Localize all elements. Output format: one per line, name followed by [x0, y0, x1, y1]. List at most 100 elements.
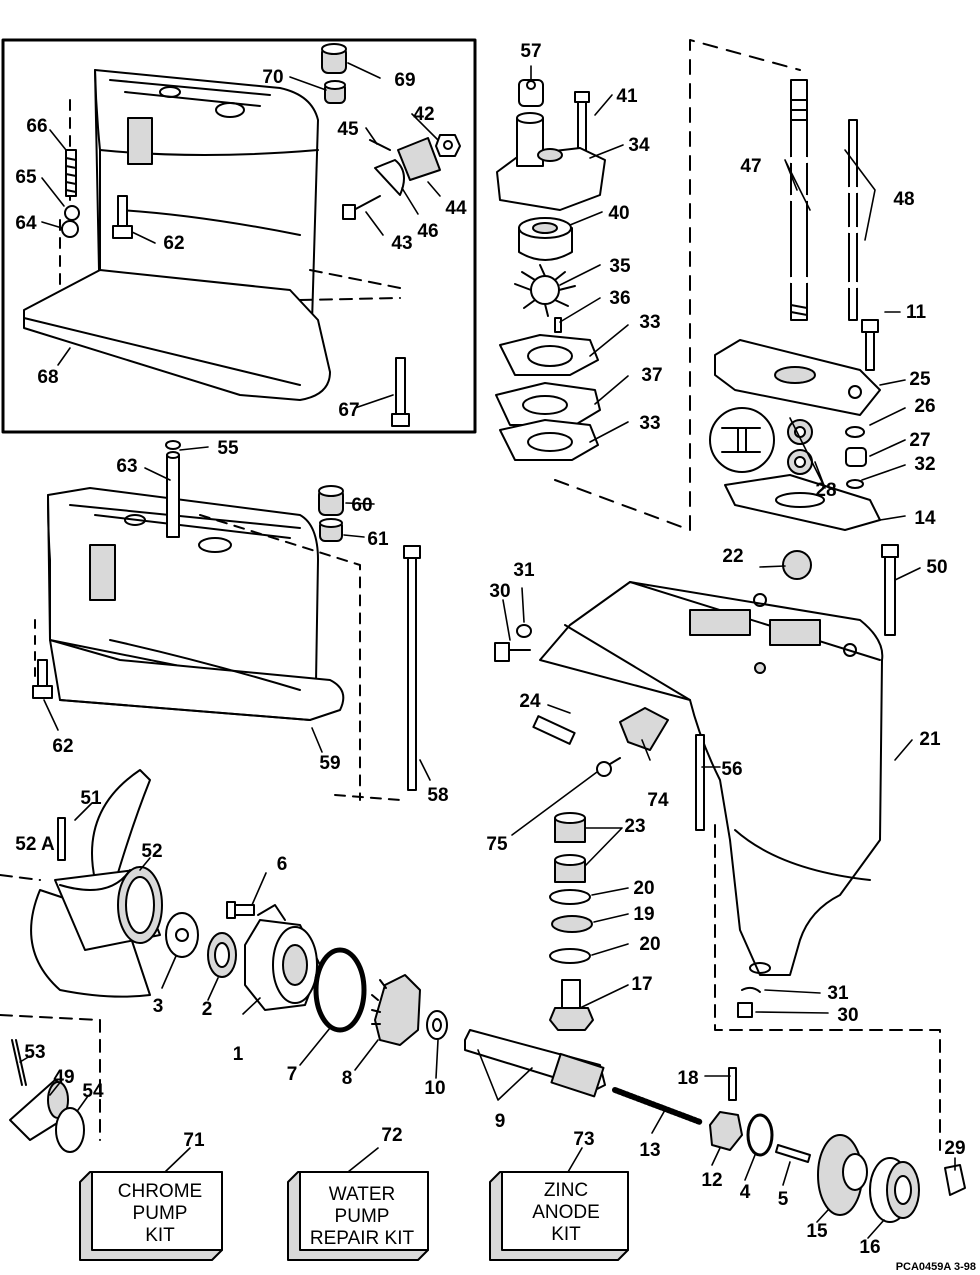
callout-label[interactable]: 52	[141, 841, 162, 862]
callout-label[interactable]: 49	[53, 1067, 74, 1088]
callout-label[interactable]: 11	[906, 302, 927, 323]
callout-label[interactable]: 17	[631, 974, 652, 995]
bushing-28	[845, 447, 867, 467]
callout-label[interactable]: 27	[909, 430, 930, 451]
upper-housing-inset	[23, 69, 401, 401]
callout-label[interactable]: 15	[806, 1221, 828, 1242]
callout-label[interactable]: 13	[639, 1140, 660, 1161]
callout-label[interactable]: 33	[639, 413, 660, 434]
bearing-16	[869, 1157, 920, 1223]
callout-label[interactable]: 64	[15, 213, 37, 234]
callout-label[interactable]: 34	[628, 135, 650, 156]
callout-label[interactable]: 31	[513, 560, 535, 581]
callout-label[interactable]: 37	[641, 365, 662, 386]
screw-30	[494, 642, 531, 662]
callout-label[interactable]: 59	[319, 753, 340, 774]
callout-label[interactable]: 52 A	[15, 834, 55, 855]
callout-label[interactable]: 14	[914, 508, 936, 529]
callout-label[interactable]: 12	[701, 1170, 722, 1191]
callout-label[interactable]: 55	[217, 438, 239, 459]
callout-label[interactable]: 30	[489, 581, 510, 602]
kit-72-line-2: PUMP	[335, 1206, 390, 1227]
callout-label[interactable]: 43	[391, 233, 412, 254]
callout-label[interactable]: 35	[609, 256, 631, 277]
anode-74	[619, 707, 669, 751]
callout-label[interactable]: 62	[52, 736, 73, 757]
callout-label[interactable]: 6	[277, 854, 288, 875]
kit-73-line-1: ZINC	[544, 1180, 588, 1201]
callout-label[interactable]: 51	[80, 788, 102, 809]
spacer-54	[55, 1107, 85, 1153]
callout-label[interactable]: 9	[495, 1111, 506, 1132]
callout-label[interactable]: 28	[815, 480, 836, 501]
callout-label[interactable]: 40	[608, 203, 629, 224]
kit-73-line-3: KIT	[551, 1224, 581, 1245]
callout-label[interactable]: 71	[183, 1130, 205, 1151]
callout-label[interactable]: 26	[914, 396, 935, 417]
callout-label[interactable]: 45	[337, 119, 359, 140]
impeller-35	[514, 264, 576, 317]
callout-label[interactable]: 62	[163, 233, 184, 254]
callout-label[interactable]: 33	[639, 312, 660, 333]
callout-label[interactable]: 8	[342, 1068, 353, 1089]
callout-label[interactable]: 4	[740, 1182, 751, 1203]
callout-label[interactable]: 23	[624, 816, 645, 837]
callout-label[interactable]: 31	[827, 983, 849, 1004]
callout-label[interactable]: 74	[647, 790, 669, 811]
exhaust-housing	[34, 487, 401, 801]
callout-label[interactable]: 72	[381, 1125, 402, 1146]
kit-72-line-1: WATER	[329, 1184, 396, 1205]
callout-label[interactable]: 47	[740, 156, 761, 177]
callout-label[interactable]: 54	[82, 1081, 104, 1102]
callout-label[interactable]: 20	[633, 878, 654, 899]
callout-label[interactable]: 16	[859, 1237, 880, 1258]
callout-label[interactable]: 20	[639, 934, 660, 955]
callout-label[interactable]: 69	[394, 70, 415, 91]
callout-label[interactable]: 50	[926, 557, 947, 578]
callout-label[interactable]: 30	[837, 1005, 858, 1026]
callout-label[interactable]: 44	[445, 198, 467, 219]
thrust-washer-10	[426, 1010, 448, 1040]
callout-label[interactable]: 2	[202, 999, 213, 1020]
callout-label[interactable]: 42	[413, 104, 434, 125]
callout-label[interactable]: 5	[778, 1189, 789, 1210]
callout-label[interactable]: 36	[609, 288, 630, 309]
callout-label[interactable]: 70	[262, 67, 283, 88]
callout-label[interactable]: 22	[722, 546, 743, 567]
callout-label[interactable]: 66	[26, 116, 47, 137]
callout-label[interactable]: 61	[367, 529, 389, 550]
callout-label[interactable]: 67	[338, 400, 359, 421]
callout-label[interactable]: 25	[909, 369, 931, 390]
callout-label[interactable]: 3	[153, 996, 164, 1017]
cotter-pin-53	[11, 1039, 27, 1086]
callout-label[interactable]: 18	[677, 1068, 698, 1089]
callout-label[interactable]: 65	[15, 167, 37, 188]
callout-label[interactable]: 19	[633, 904, 654, 925]
screw-43	[342, 195, 381, 220]
kit-box-71[interactable]	[79, 1171, 223, 1261]
callout-label[interactable]: 63	[116, 456, 137, 477]
callout-label[interactable]: 57	[520, 41, 541, 62]
callout-label[interactable]: 1	[233, 1044, 244, 1065]
o-ring-55	[165, 440, 181, 450]
callout-label[interactable]: 32	[914, 454, 935, 475]
callout-label[interactable]: 58	[427, 785, 448, 806]
callout-label[interactable]: 7	[287, 1064, 298, 1085]
kit-box-72[interactable]	[287, 1171, 429, 1261]
callout-label[interactable]: 10	[424, 1078, 445, 1099]
callout-label[interactable]: 75	[486, 834, 508, 855]
callout-label[interactable]: 60	[351, 495, 372, 516]
callout-label[interactable]: 46	[417, 221, 438, 242]
callout-label[interactable]: 56	[721, 759, 742, 780]
callout-label[interactable]: 24	[519, 691, 541, 712]
callout-label[interactable]: 41	[616, 86, 638, 107]
callout-label[interactable]: 53	[24, 1042, 45, 1063]
callout-label[interactable]: 21	[919, 729, 941, 750]
callout-label[interactable]: 48	[893, 189, 914, 210]
callout-label[interactable]: 68	[37, 367, 58, 388]
kit-box-73[interactable]	[489, 1171, 629, 1261]
callout-label[interactable]: 73	[573, 1129, 594, 1150]
callout-label[interactable]: 29	[944, 1138, 965, 1159]
shift-rod-48	[846, 119, 860, 321]
